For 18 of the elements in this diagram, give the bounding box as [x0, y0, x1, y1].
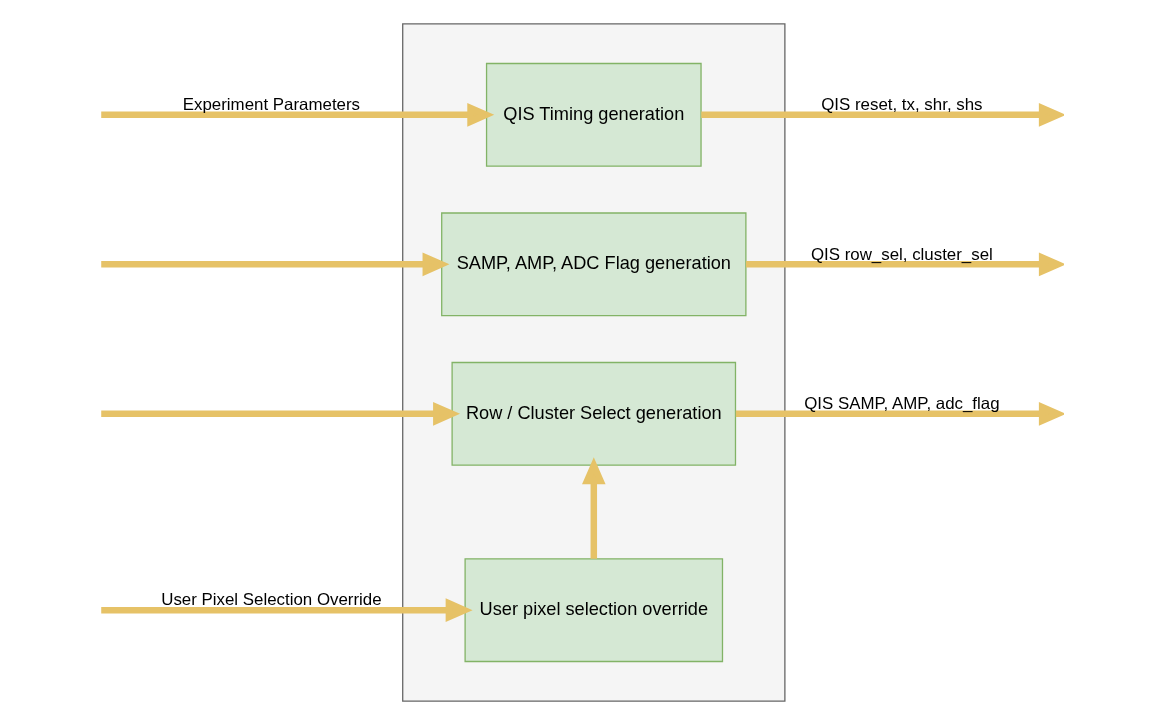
arrow — [100, 103, 494, 127]
edge-label: QIS reset, tx, shr, shs — [820, 95, 983, 115]
arrow — [100, 598, 473, 622]
cluster — [401, 23, 786, 702]
edge-label: QIS row_sel, cluster_sel — [810, 244, 993, 264]
arrow — [581, 457, 606, 559]
node-box: QIS Timing generation — [485, 62, 702, 167]
arrow — [700, 103, 1064, 127]
edge-label: QIS SAMP, AMP, adc_flag — [803, 394, 1000, 414]
node-box: SAMP, AMP, ADC Flag generation — [440, 212, 747, 317]
edge-label: User Pixel Selection Override — [160, 590, 382, 610]
arrow — [735, 402, 1064, 426]
node-box: User pixel selection override — [463, 558, 723, 663]
arrow — [100, 252, 449, 277]
arrow — [745, 252, 1064, 277]
node-box: Row / Cluster Select generation — [450, 361, 736, 466]
edge-label: Experiment Parameters — [182, 95, 360, 115]
arrow — [100, 402, 460, 426]
